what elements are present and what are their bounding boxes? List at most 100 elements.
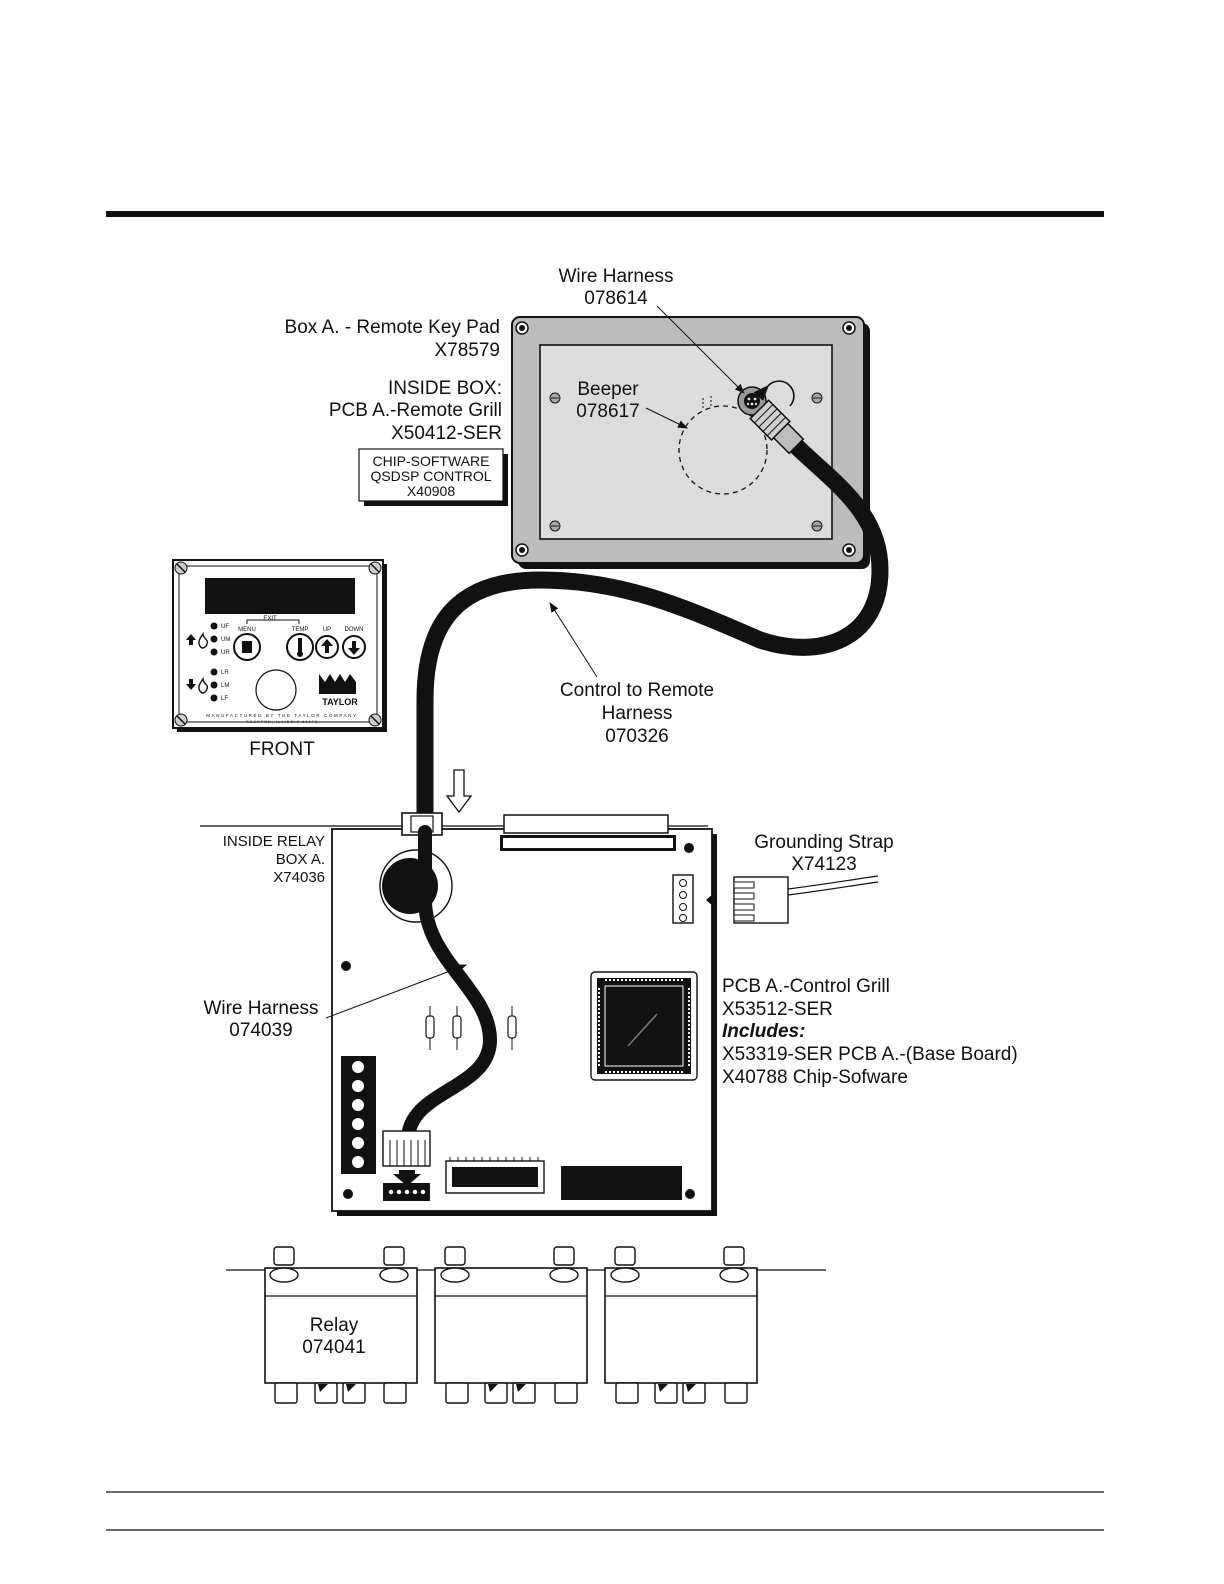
resistor-icon	[425, 1006, 435, 1050]
wire-harness-bottom-label: Wire Harness 074039	[203, 998, 318, 1041]
flame-icon	[198, 631, 209, 649]
relay-icon	[434, 1246, 588, 1404]
led-indicator	[210, 648, 218, 656]
mount-hole	[684, 843, 694, 853]
svg-text:Wire Harness: Wire Harness	[203, 998, 318, 1019]
down-button-label: DOWN	[345, 627, 364, 633]
control-to-remote-harness-cable	[416, 433, 889, 834]
led-indicator	[210, 668, 218, 676]
led-indicator	[210, 694, 218, 702]
rotate-arrow-icon	[753, 380, 795, 407]
svg-text:074039: 074039	[229, 1020, 292, 1041]
control-chip	[590, 971, 698, 1081]
internal-wire-harness	[401, 825, 498, 1147]
box-a-label: Box A. - Remote Key Pad X78579	[285, 317, 500, 361]
temp-button-label: TEMP	[292, 627, 309, 633]
svg-text:X40788 Chip-Sofware: X40788 Chip-Sofware	[722, 1067, 908, 1088]
black-component	[561, 1166, 682, 1200]
chip-software-label: CHIP-SOFTWARE QSDSP CONTROL X40908	[358, 448, 508, 506]
led-label: LM	[221, 683, 229, 689]
mount-hole	[685, 1189, 695, 1199]
manufacturer-text: MANUFACTURED BY THE TAYLOR COMPANY	[206, 713, 357, 718]
up-button[interactable]	[315, 635, 339, 659]
relay-row	[226, 1246, 826, 1404]
svg-text:Relay: Relay	[310, 1315, 359, 1336]
relay-icon	[264, 1246, 418, 1404]
relay-icon	[604, 1246, 758, 1404]
svg-text:X53319-SER PCB A.-(Base Board): X53319-SER PCB A.-(Base Board)	[722, 1044, 1018, 1065]
wire-harness-top-label: Wire Harness 078614	[558, 266, 673, 309]
dip-chip	[445, 1157, 545, 1194]
inside-box-label: INSIDE BOX: PCB A.-Remote Grill X50412-S…	[329, 378, 502, 444]
exit-label: EXIT	[263, 616, 277, 622]
mount-hole	[343, 1189, 353, 1199]
pcb-control-label: PCB A.-Control Grill X53512-SER Includes…	[722, 976, 1018, 1088]
svg-text:INSIDE BOX:: INSIDE BOX:	[388, 378, 502, 399]
menu-button-label: MENU	[238, 627, 256, 633]
harness-connector	[382, 1130, 431, 1167]
leader-wire-harness-bottom	[325, 964, 467, 1019]
leader-beeper	[645, 407, 688, 429]
flame-icon	[198, 676, 209, 694]
svg-text:078617: 078617	[576, 401, 639, 422]
menu-button[interactable]	[233, 633, 261, 661]
svg-text:CHIP-SOFTWARE: CHIP-SOFTWARE	[373, 453, 490, 469]
screw-icon	[174, 713, 188, 727]
board-edge-connector	[503, 814, 669, 834]
screw-icon	[811, 520, 823, 532]
buzzer-icon	[379, 849, 453, 923]
grounding-strap-label: Grounding Strap X74123	[754, 832, 893, 875]
svg-text:074041: 074041	[302, 1337, 365, 1358]
led-indicator	[210, 681, 218, 689]
svg-text:078614: 078614	[584, 288, 648, 309]
led-label: UF	[221, 624, 229, 630]
header-rule	[106, 211, 1104, 217]
down-button[interactable]	[342, 635, 366, 659]
beeper-label: Beeper 078617	[576, 379, 639, 422]
ground-connector	[672, 874, 714, 924]
manufacturer-address: ROCKTON, ILLINOIS 61072	[246, 720, 318, 724]
svg-text:Harness: Harness	[602, 703, 673, 724]
down-arrow-icon	[393, 1170, 421, 1186]
svg-text:X40908: X40908	[407, 483, 455, 499]
svg-text:INSIDE RELAY: INSIDE RELAY	[223, 833, 325, 850]
svg-text:PCB A.-Remote Grill: PCB A.-Remote Grill	[329, 400, 502, 421]
led-label: LR	[221, 670, 229, 676]
screw-icon	[174, 561, 188, 575]
corner-hole	[515, 543, 529, 557]
screw-icon	[549, 520, 561, 532]
inside-relay-box-label: INSIDE RELAY BOX A. X74036	[223, 833, 325, 886]
up-button-label: UP	[323, 627, 331, 633]
temp-button[interactable]	[286, 633, 314, 661]
svg-text:X74123: X74123	[791, 854, 857, 875]
control-harness-label: Control to Remote Harness 070326	[560, 680, 714, 747]
cable-connector-icon	[749, 399, 805, 455]
svg-text:X53512-SER: X53512-SER	[722, 999, 833, 1020]
down-arrow-icon	[186, 679, 196, 690]
svg-text:Grounding Strap: Grounding Strap	[754, 832, 893, 853]
relay-box	[200, 769, 879, 1216]
beeper-outline	[678, 405, 768, 495]
corner-hole	[842, 321, 856, 335]
svg-text:PCB A.-Control Grill: PCB A.-Control Grill	[722, 976, 890, 997]
leader-wire-harness-top	[656, 305, 745, 394]
screw-icon	[811, 392, 823, 404]
display-window	[205, 578, 355, 614]
svg-text:BOX A.: BOX A.	[276, 851, 325, 868]
screw-icon	[368, 713, 382, 727]
svg-text:X50412-SER: X50412-SER	[391, 423, 502, 444]
pin-header	[383, 1183, 430, 1201]
svg-text:TAYLOR: TAYLOR	[322, 697, 358, 707]
insertion-arrow-icon	[445, 769, 473, 814]
screw-icon	[368, 561, 382, 575]
corner-hole	[842, 543, 856, 557]
led-label: UR	[221, 650, 230, 656]
svg-text:X78579: X78579	[434, 340, 500, 361]
beeper-grille	[255, 669, 297, 711]
svg-text:Wire Harness: Wire Harness	[558, 266, 673, 287]
led-indicator	[210, 635, 218, 643]
front-label: FRONT	[249, 739, 315, 760]
resistor-icon	[507, 1006, 517, 1050]
led-label: LF	[221, 696, 228, 702]
